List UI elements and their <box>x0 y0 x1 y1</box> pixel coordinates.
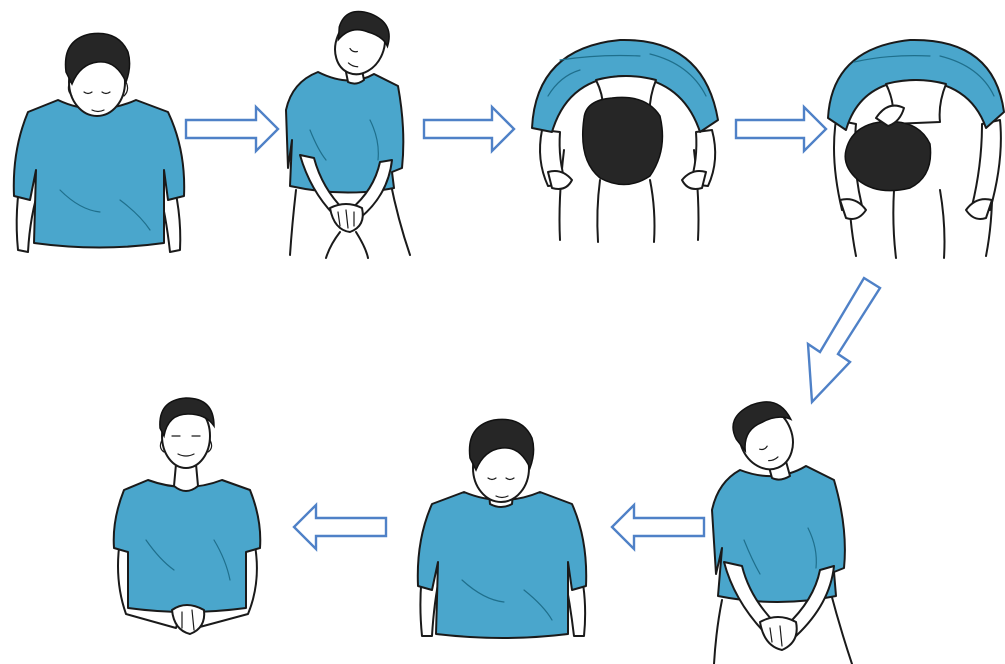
arrow-step-4-to-5 <box>808 278 880 402</box>
arrow-step-2-to-3 <box>424 107 514 151</box>
figure-step-5-head-tilted <box>712 393 852 664</box>
figure-step-7-upright <box>114 398 261 634</box>
figure-step-4-hands-on-knees <box>828 40 1004 258</box>
figure-step-2-head-tilted <box>286 5 410 258</box>
arrow-step-5-to-6 <box>612 505 704 549</box>
arrow-step-6-to-7 <box>294 505 386 549</box>
arrow-step-1-to-2 <box>186 107 278 151</box>
figure-step-1-head-forward <box>14 33 184 252</box>
figure-step-3-bent-over <box>532 40 718 242</box>
arrow-step-3-to-4 <box>736 107 826 151</box>
figure-step-6-head-forward <box>418 419 586 638</box>
